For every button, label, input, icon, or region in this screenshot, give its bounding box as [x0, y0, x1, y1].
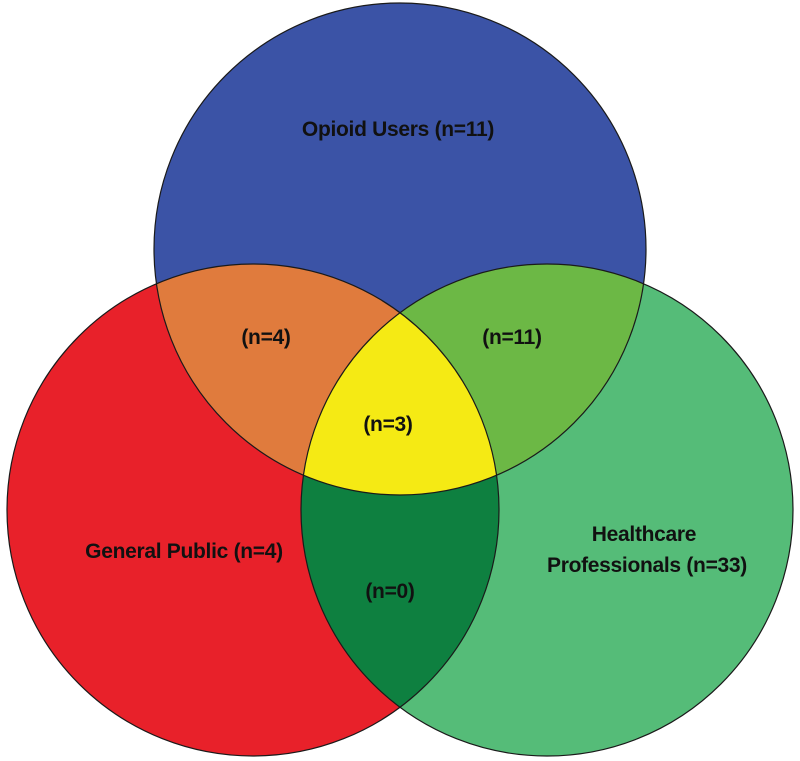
label-healthcare-professionals-line2: Professionals (n=33)	[547, 554, 747, 577]
label-overlap-opioid-public: (n=4)	[241, 326, 290, 349]
label-overlap-opioid-health: (n=11)	[482, 326, 541, 349]
label-opioid-users: Opioid Users (n=11)	[302, 118, 494, 141]
label-overlap-all-three: (n=3)	[363, 413, 412, 436]
label-healthcare-professionals: Healthcare	[592, 523, 696, 546]
label-overlap-public-health: (n=0)	[365, 580, 414, 603]
overlap-all-three	[301, 264, 499, 495]
label-general-public: General Public (n=4)	[85, 540, 283, 563]
circle-outlines	[6, 2, 794, 757]
